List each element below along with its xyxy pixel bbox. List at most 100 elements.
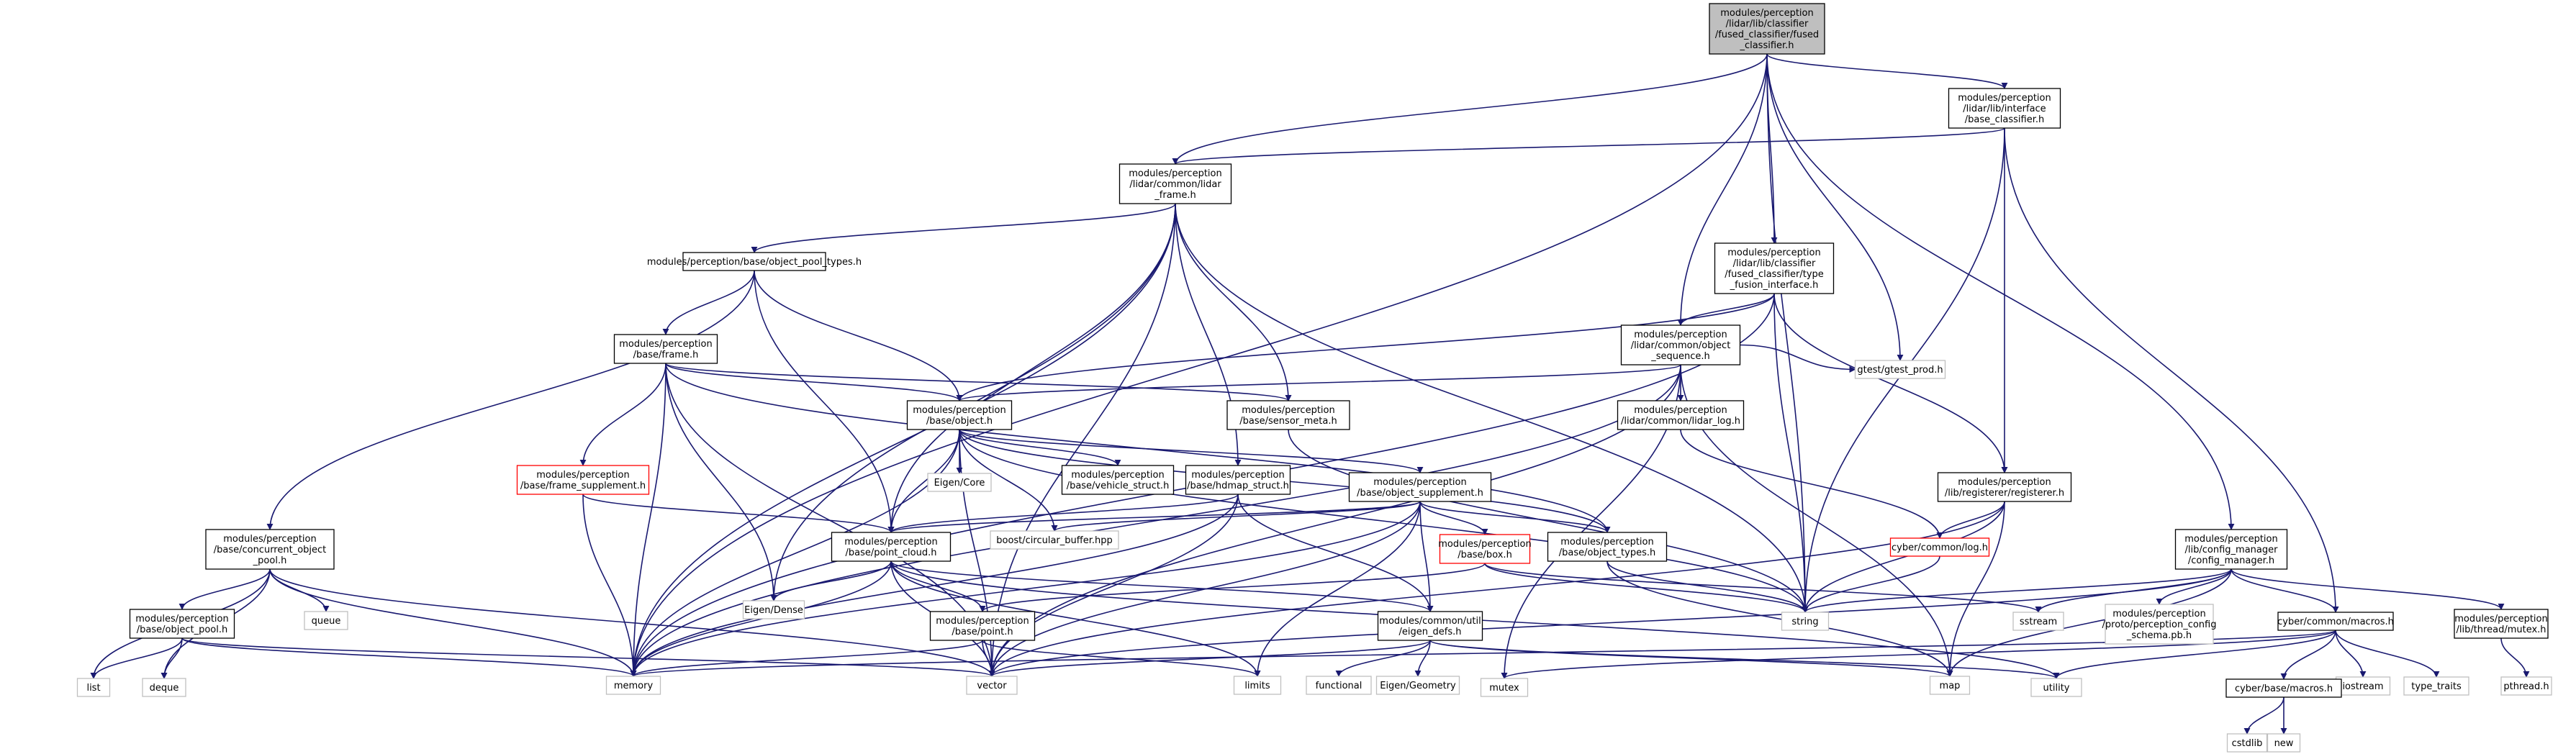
- node-box: [1306, 676, 1372, 695]
- node-box: [2174, 529, 2288, 570]
- node-concurrent-object-pool[interactable]: modules/perception/base/concurrent_objec…: [205, 529, 335, 570]
- edge-root-to-gtest-prod: [1766, 53, 1904, 361]
- node-cyber-base-macros[interactable]: cyber/base/macros.h: [2225, 678, 2342, 698]
- node-box: [613, 334, 718, 364]
- node-label-line: /base/object_pool.h: [137, 624, 227, 635]
- node-label-line: modules/perception: [2112, 609, 2205, 619]
- edge-point-cloud-to-eigen-defs: [890, 560, 1434, 612]
- edge-object-pool-to-list: [90, 637, 183, 679]
- edge-point-cloud-to-eigen-dense: [770, 560, 892, 601]
- node-eigen-defs[interactable]: modules/common/util/eigen_defs.h: [1377, 611, 1483, 641]
- node-label-line: /lib/config_manager: [2185, 545, 2279, 555]
- node-thread-mutex[interactable]: modules/perception/lib/thread/mutex.h: [2454, 609, 2549, 639]
- node-label-line: /fused_classifier/type: [1725, 269, 1824, 280]
- node-cstdlib: cstdlib: [2226, 733, 2268, 753]
- node-box: [1937, 472, 2072, 502]
- node-frame-supplement[interactable]: modules/perception/base/frame_supplement…: [516, 465, 650, 495]
- node-vehicle-struct[interactable]: modules/perception/base/vehicle_struct.h: [1061, 465, 1175, 495]
- node-memory: memory: [605, 676, 661, 695]
- node-pthread: pthread.h: [2500, 676, 2552, 696]
- node-eigen-dense: Eigen/Dense: [742, 600, 805, 619]
- node-root[interactable]: modules/perception/lidar/lib/classifier/…: [1709, 3, 1825, 55]
- node-lidar-log[interactable]: modules/perception/lidar/common/lidar_lo…: [1617, 400, 1745, 430]
- node-type-fusion[interactable]: modules/perception/lidar/lib/classifier/…: [1714, 242, 1835, 294]
- edge-eigen-defs-to-functional: [1335, 640, 1431, 677]
- node-label-line: sstream: [2020, 617, 2057, 627]
- edge-object-pool-to-vector: [181, 637, 995, 677]
- edge-config-manager-to-vector: [988, 568, 2232, 677]
- node-object-sequence[interactable]: modules/perception/lidar/common/object_s…: [1620, 324, 1741, 365]
- node-box: [1118, 163, 1232, 204]
- node-circular-buffer: boost/circular_buffer.hpp: [990, 530, 1119, 550]
- node-object-supplement[interactable]: modules/perception/base/object_supplemen…: [1348, 472, 1492, 502]
- edge-base-classifier-to-cyber-macros: [2004, 127, 2339, 613]
- edge-cyber-macros-to-type-traits: [2335, 630, 2440, 678]
- node-label-line: limits: [1244, 681, 1270, 691]
- node-cyber-macros[interactable]: cyber/common/macros.h: [2277, 612, 2394, 631]
- edge-hdmap-struct-to-point-cloud: [887, 494, 1239, 533]
- edge-point-to-memory: [630, 640, 983, 677]
- node-object-types[interactable]: modules/perception/base/object_types.h: [1547, 532, 1668, 562]
- edge-frame-to-object: [665, 363, 963, 401]
- node-cyber-log[interactable]: cyber/common/log.h: [1889, 537, 1990, 557]
- node-label-line: modules/perception: [1634, 330, 1727, 340]
- edge-lidar-frame-to-memory: [630, 203, 1176, 677]
- edge-type-fusion-to-registerer: [1773, 293, 2008, 473]
- edge-lidar-frame-to-point-cloud: [887, 203, 1176, 533]
- edge-hdmap-struct-to-memory: [630, 494, 1239, 677]
- edge-object-supplement-to-point-cloud: [887, 501, 1421, 533]
- node-box: [1233, 676, 1282, 695]
- edge-lidar-frame-to-string: [1175, 203, 1809, 613]
- edge-frame-to-sensor-meta: [665, 363, 1292, 401]
- node-box: [1480, 678, 1529, 697]
- node-gtest-prod: gtest/gtest_prod.h: [1854, 360, 1946, 379]
- edge-eigen-defs-to-eigen-geometry: [1414, 640, 1431, 677]
- node-box: [1948, 88, 2061, 129]
- node-base-classifier[interactable]: modules/perception/lidar/lib/interface/b…: [1948, 88, 2061, 129]
- edge-object-types-to-string: [1606, 560, 1809, 613]
- node-label-line: /lidar/lib/classifier: [1726, 19, 1809, 29]
- edge-concurrent-object-pool-to-vector: [269, 568, 995, 677]
- node-object-pool[interactable]: modules/perception/base/object_pool.h: [129, 609, 235, 639]
- edge-object-supplement-to-limits: [1254, 501, 1421, 677]
- node-label-line: new: [2274, 738, 2294, 749]
- node-box: [966, 676, 1018, 695]
- node-label-line: modules/perception: [844, 537, 937, 548]
- node-box: [906, 400, 1013, 430]
- node-lidar-frame[interactable]: modules/perception/lidar/common/lidar_fr…: [1118, 163, 1232, 204]
- node-registerer[interactable]: modules/perception/lib/registerer/regist…: [1937, 472, 2072, 502]
- node-label-line: /base/object.h: [926, 416, 993, 427]
- node-point-cloud[interactable]: modules/perception/base/point_cloud.h: [831, 532, 952, 562]
- node-box: [742, 600, 805, 619]
- node-label-line: modules/perception: [2454, 614, 2547, 624]
- node-box: [1781, 612, 1830, 631]
- node-label-line: /lib/thread/mutex.h: [2456, 624, 2546, 635]
- node-box: [129, 609, 235, 639]
- node-eigen-core: Eigen/Core: [927, 473, 992, 492]
- edge-root-to-memory: [630, 53, 1768, 677]
- node-frame[interactable]: modules/perception/base/frame.h: [613, 334, 718, 364]
- node-point[interactable]: modules/perception/base/point.h: [929, 611, 1036, 641]
- node-list: list: [76, 678, 111, 697]
- edge-object-to-string: [959, 429, 1809, 613]
- node-eigen-geometry: Eigen/Geometry: [1375, 676, 1460, 695]
- node-label-line: modules/perception: [536, 470, 629, 481]
- node-hdmap-struct[interactable]: modules/perception/base/hdmap_struct.h: [1185, 465, 1291, 495]
- node-label-line: Eigen/Core: [934, 478, 985, 489]
- node-box: [1714, 242, 1835, 294]
- edge-frame-to-eigen-dense: [665, 363, 777, 601]
- node-label-line: modules/perception: [913, 405, 1005, 416]
- node-box: [2500, 676, 2552, 696]
- edge-box-to-sstream: [1484, 563, 2042, 613]
- node-config-manager[interactable]: modules/perception/lib/config_manager/co…: [2174, 529, 2288, 570]
- node-object-pool-types[interactable]: modules/perception/base/object_pool_type…: [647, 252, 862, 271]
- node-label-line: /base/point.h: [952, 627, 1013, 637]
- node-object[interactable]: modules/perception/base/object.h: [906, 400, 1013, 430]
- node-box[interactable]: modules/perception/base/box.h: [1438, 534, 1532, 564]
- edge-eigen-defs-to-utility: [1429, 640, 2060, 679]
- node-sensor-meta[interactable]: modules/perception/base/sensor_meta.h: [1226, 400, 1350, 430]
- edge-point-to-limits: [982, 640, 1261, 677]
- edge-object-supplement-to-box: [1419, 501, 1488, 535]
- edge-config-manager-to-string: [1802, 568, 2232, 613]
- node-label-line: type_traits: [2411, 681, 2462, 692]
